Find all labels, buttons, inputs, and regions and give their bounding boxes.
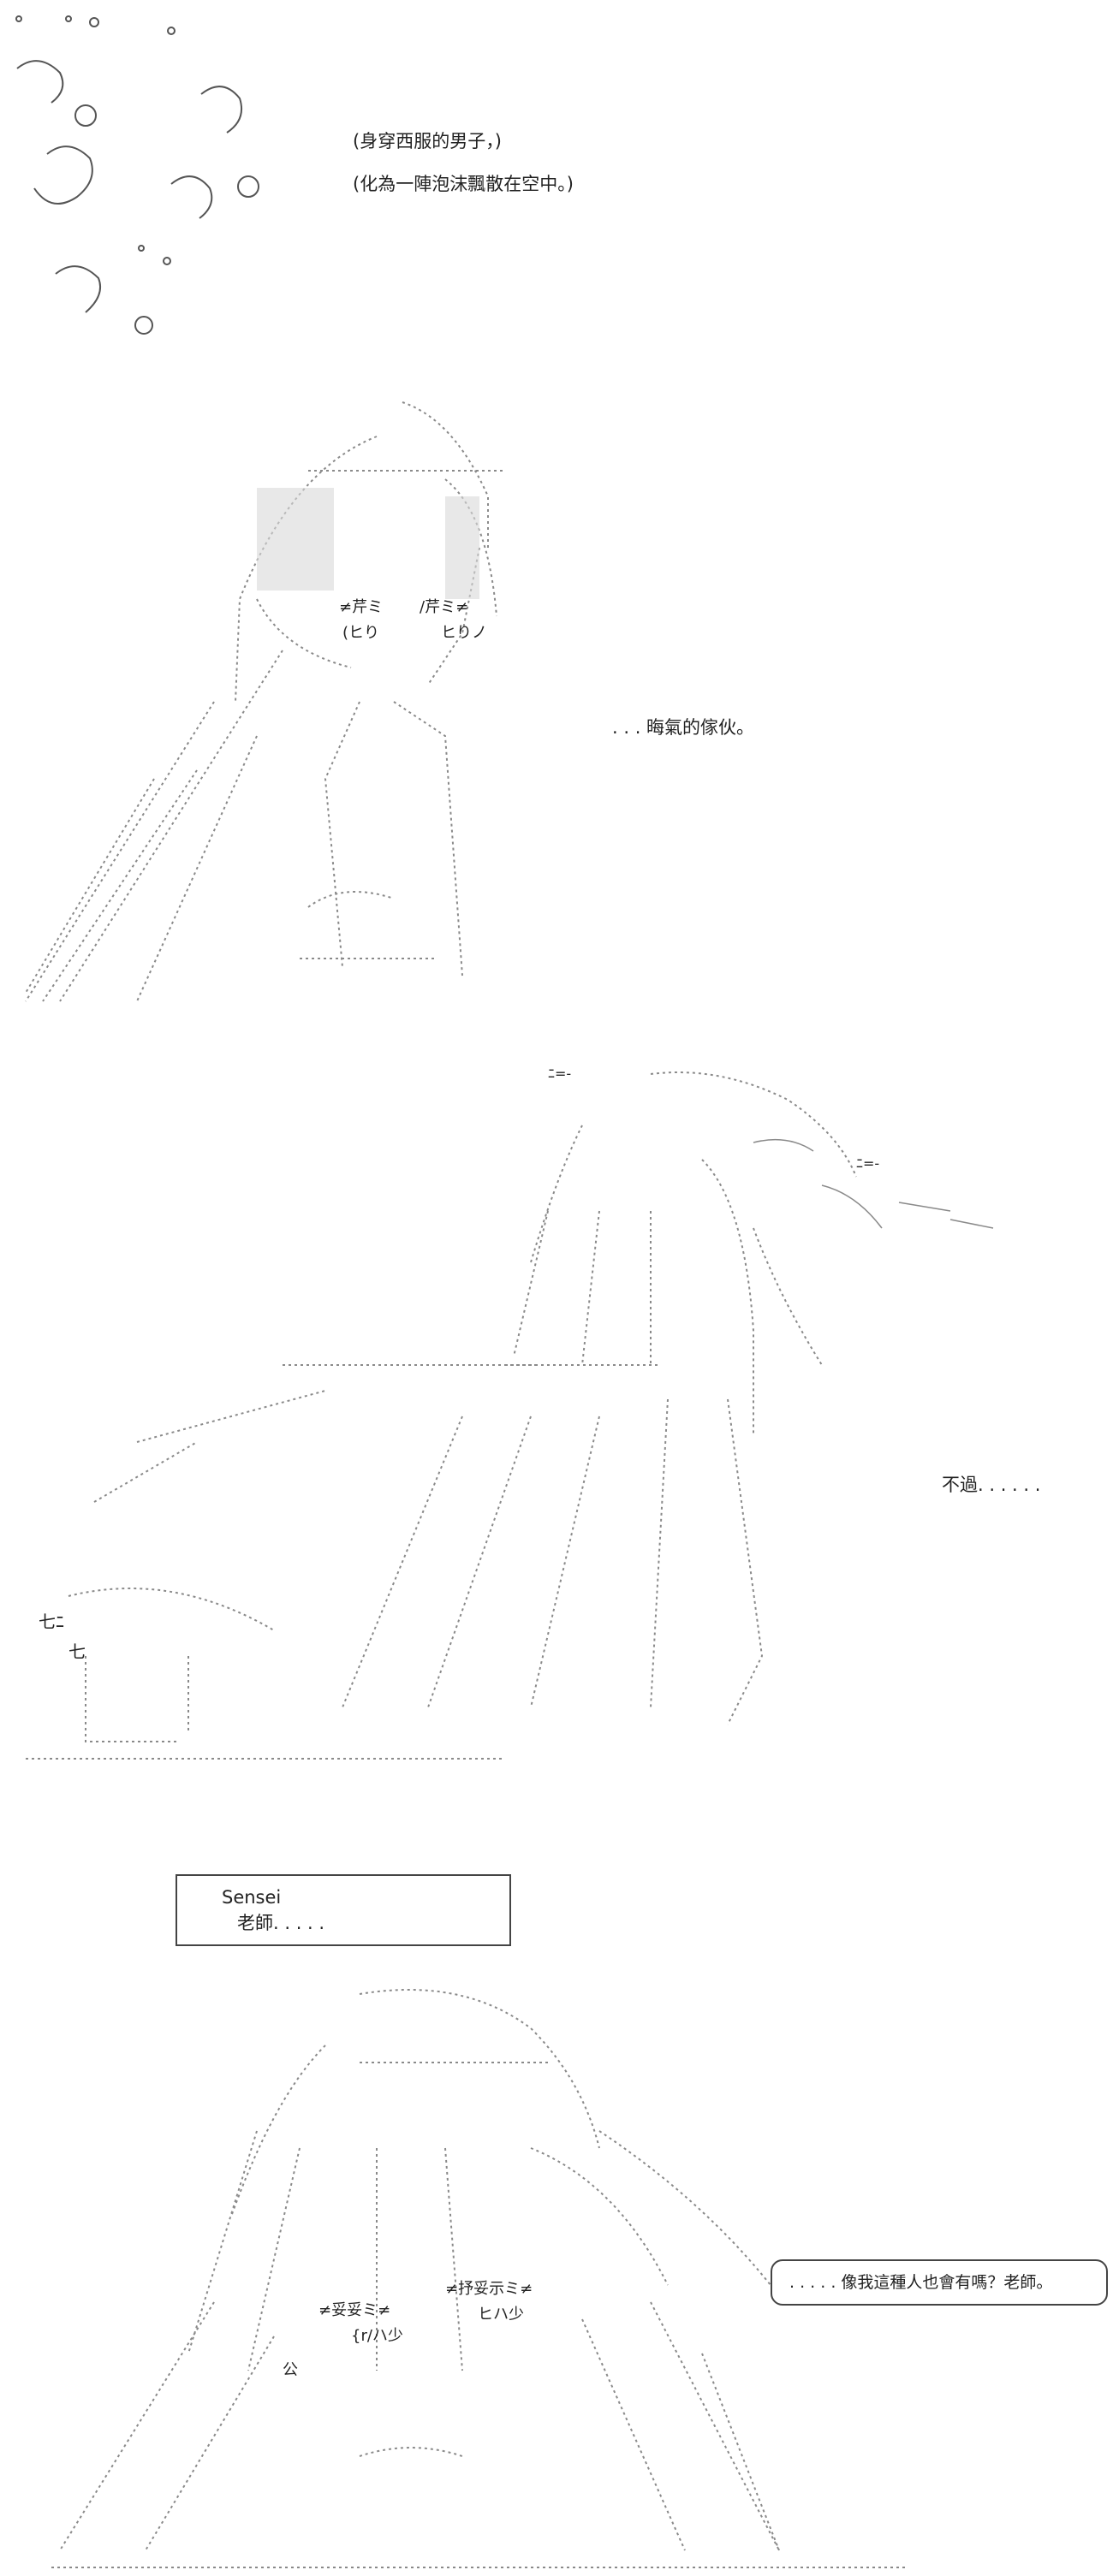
panel-girl-closeup: ≠芹ミ /芹ミ≠ (ヒり ヒりノ . . . 晦氣的傢伙。 <box>0 377 1113 1027</box>
chin-mark: 公 <box>283 2361 298 2379</box>
narration-line-2: (化為一陣泡沫飄散在空中。) <box>353 174 574 194</box>
girl-turning-art <box>26 1071 994 1760</box>
girl-closeup-art <box>25 401 505 1002</box>
panel-girl-looking-down: ≠妥妥ミ≠ ≠抒妥示ミ≠ {r/ハ少 ヒハ少 公 <box>0 1977 1113 2576</box>
girl-looking-down-art <box>51 1989 908 2568</box>
motion-text-1: ﾆ=- <box>856 1155 880 1172</box>
face-left-sub: (ヒり <box>342 624 380 642</box>
girl-speech-2: 不過. . . . . . <box>942 1475 1041 1495</box>
face-right-sub: ヒりノ <box>441 624 487 642</box>
face-right-sub-2: ヒハ少 <box>478 2306 524 2324</box>
face-right-eye: /芹ミ≠ <box>420 598 469 616</box>
motion-text-2: ﾆ=- <box>548 1065 572 1082</box>
narration-line-1: (身穿西服的男子，) <box>353 131 502 151</box>
face-left-eye: ≠芹ミ <box>339 598 384 616</box>
girl-speech: . . . 晦氣的傢伙。 <box>612 717 755 738</box>
sensei-caption-line-1: Sensei <box>222 1887 282 1908</box>
face-left-sub-2: {r/ハ少 <box>351 2327 403 2345</box>
girl-speech-bubble: . . . . . 像我這種人也會有嗎？老師。 <box>771 2259 1108 2306</box>
panel-bubbles: (身穿西服的男子，) (化為一陣泡沫飄散在空中。) <box>0 0 1113 359</box>
panel-girl-turning: ﾆ=- ﾆ=- 七ﾆ 七 不過. . . . . . <box>0 1040 1113 1801</box>
face-right-eye-2: ≠抒妥示ミ≠ <box>445 2280 533 2298</box>
side-text-2: 七 <box>68 1641 86 1662</box>
face-left-eye-2: ≠妥妥ミ≠ <box>318 2301 391 2319</box>
girl-speech-bubble-text: . . . . . 像我這種人也會有嗎？老師。 <box>789 2273 1053 2292</box>
bubbles-art <box>15 15 259 335</box>
side-text: 七ﾆ <box>39 1611 64 1632</box>
sensei-caption-box: Sensei 老師. . . . . <box>176 1874 511 1946</box>
sensei-caption-line-2: 老師. . . . . <box>237 1913 325 1933</box>
